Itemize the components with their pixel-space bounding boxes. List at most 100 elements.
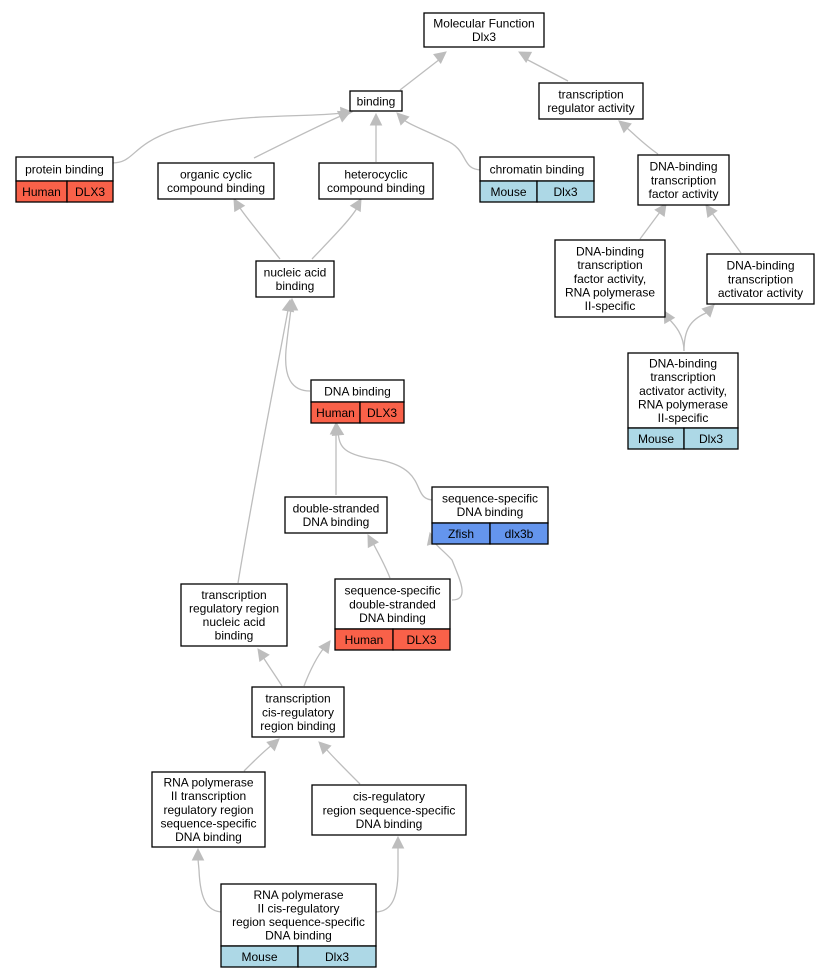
go-term-label-line: transcription (728, 272, 793, 286)
go-term-label-line: Molecular Function (433, 17, 534, 31)
go-term-label-line: II-specific (658, 411, 709, 425)
go-term-box (157, 162, 275, 200)
go-term-label-line: DNA binding (265, 929, 332, 943)
edge-trr-to-nucleic (237, 309, 289, 584)
go-term-label-line: factor activity (648, 187, 718, 201)
go-term-box (311, 784, 467, 836)
edge-organic-to-binding (253, 114, 344, 159)
arrowhead-tcrrb-to-ssds (318, 640, 331, 655)
go-term-label-line: II transcription (171, 789, 246, 803)
edge-protein-to-binding (111, 112, 344, 164)
gene-cell (392, 628, 451, 651)
go-term-label-line: transcription (265, 692, 330, 706)
arrowhead-dbtfa-to-tra (618, 120, 632, 134)
arrowhead-hetero-to-binding (369, 112, 383, 126)
go-term-label-line: sequence-specific (442, 492, 538, 506)
go-term-box (180, 583, 288, 647)
go-term-label-line: region binding (260, 719, 335, 733)
go-term-box (479, 156, 595, 182)
arrowhead-chromatin-to-binding (396, 112, 410, 126)
go-term-label-line: regulatory region (189, 602, 279, 616)
species-label: Mouse (638, 432, 674, 446)
arrowhead-dbtaa-to-dbtfa (705, 204, 718, 219)
go-term-box (15, 156, 114, 182)
species-label: Mouse (490, 185, 526, 199)
gene-label: DLX3 (367, 406, 397, 420)
go-term-label-line: DNA-binding (649, 357, 717, 371)
go-term-label-line: double-stranded (349, 597, 436, 611)
go-term-label-line: compound binding (167, 181, 265, 195)
edges (111, 51, 742, 913)
species-label: Human (345, 633, 384, 647)
arrowhead-ssds-to-ds (367, 534, 379, 549)
go-term-label-line: transcription (651, 173, 716, 187)
go-term-label-line: nucleic acid (203, 615, 266, 629)
species-label: Human (316, 406, 355, 420)
go-term-box (706, 253, 815, 305)
go-term-label-line: RNA polymerase (638, 397, 728, 411)
arrowhead-dbtfa2-to-dbtfa (654, 203, 667, 218)
go-term-box (538, 82, 644, 120)
edge-binding-to-root (399, 58, 441, 91)
species-label: Mouse (241, 950, 277, 964)
edge-cis-to-tcrrb (326, 749, 361, 785)
go-term-binding[interactable]: binding (349, 90, 403, 112)
go-term-label-line: factor activity, (574, 272, 646, 286)
go-term-label-line: transcription (201, 588, 266, 602)
arrowhead-cis-to-tcrrb (318, 741, 332, 755)
edge-dbtaa-to-dbtfa (711, 212, 742, 254)
go-term-label-line: cis-regulatory (353, 790, 425, 804)
arrowhead-organic-to-binding (336, 110, 352, 123)
go-term-label-line: DNA binding (457, 505, 524, 519)
arrowhead-ss-to-dna (331, 422, 345, 437)
edge-rnapcis-to-cis (374, 847, 399, 913)
edge-ssds-to-ds (372, 542, 391, 579)
go-term-label-line: activator activity, (639, 384, 727, 398)
go-term-label-line: regulatory region (163, 803, 253, 817)
gene-label: Dlx3 (699, 432, 723, 446)
go-term-label-line: double-stranded (293, 502, 380, 516)
go-term-label-line: DNA binding (359, 611, 426, 625)
go-term-label-line: region sequence-specific (232, 915, 365, 929)
arrowhead-rnap-to-tcrrb (266, 738, 280, 752)
arrowhead-trr-to-nucleic (281, 298, 295, 313)
go-term-label-line: transcription (577, 258, 642, 272)
go-term-label-line: sequence-specific (344, 584, 440, 598)
go-term-box (251, 686, 345, 738)
go-term-box (220, 883, 377, 947)
gene-cell (359, 401, 405, 424)
go-term-label-line: heterocyclic (344, 168, 407, 182)
go-term-box (431, 486, 549, 524)
go-term-label-line: RNA polymerase (163, 776, 253, 790)
edge-ss-to-dna (337, 432, 435, 501)
edge-tcrrb-to-trr (262, 656, 283, 687)
gene-cell (683, 427, 739, 450)
go-term-box (637, 154, 730, 206)
edge-dbtaa2-to-dbtfa2 (667, 317, 685, 352)
edge-nucleic-to-hetero (311, 207, 358, 260)
go-term-label-line: sequence-specific (160, 816, 256, 830)
go-term-label-line: chromatin binding (490, 162, 585, 176)
